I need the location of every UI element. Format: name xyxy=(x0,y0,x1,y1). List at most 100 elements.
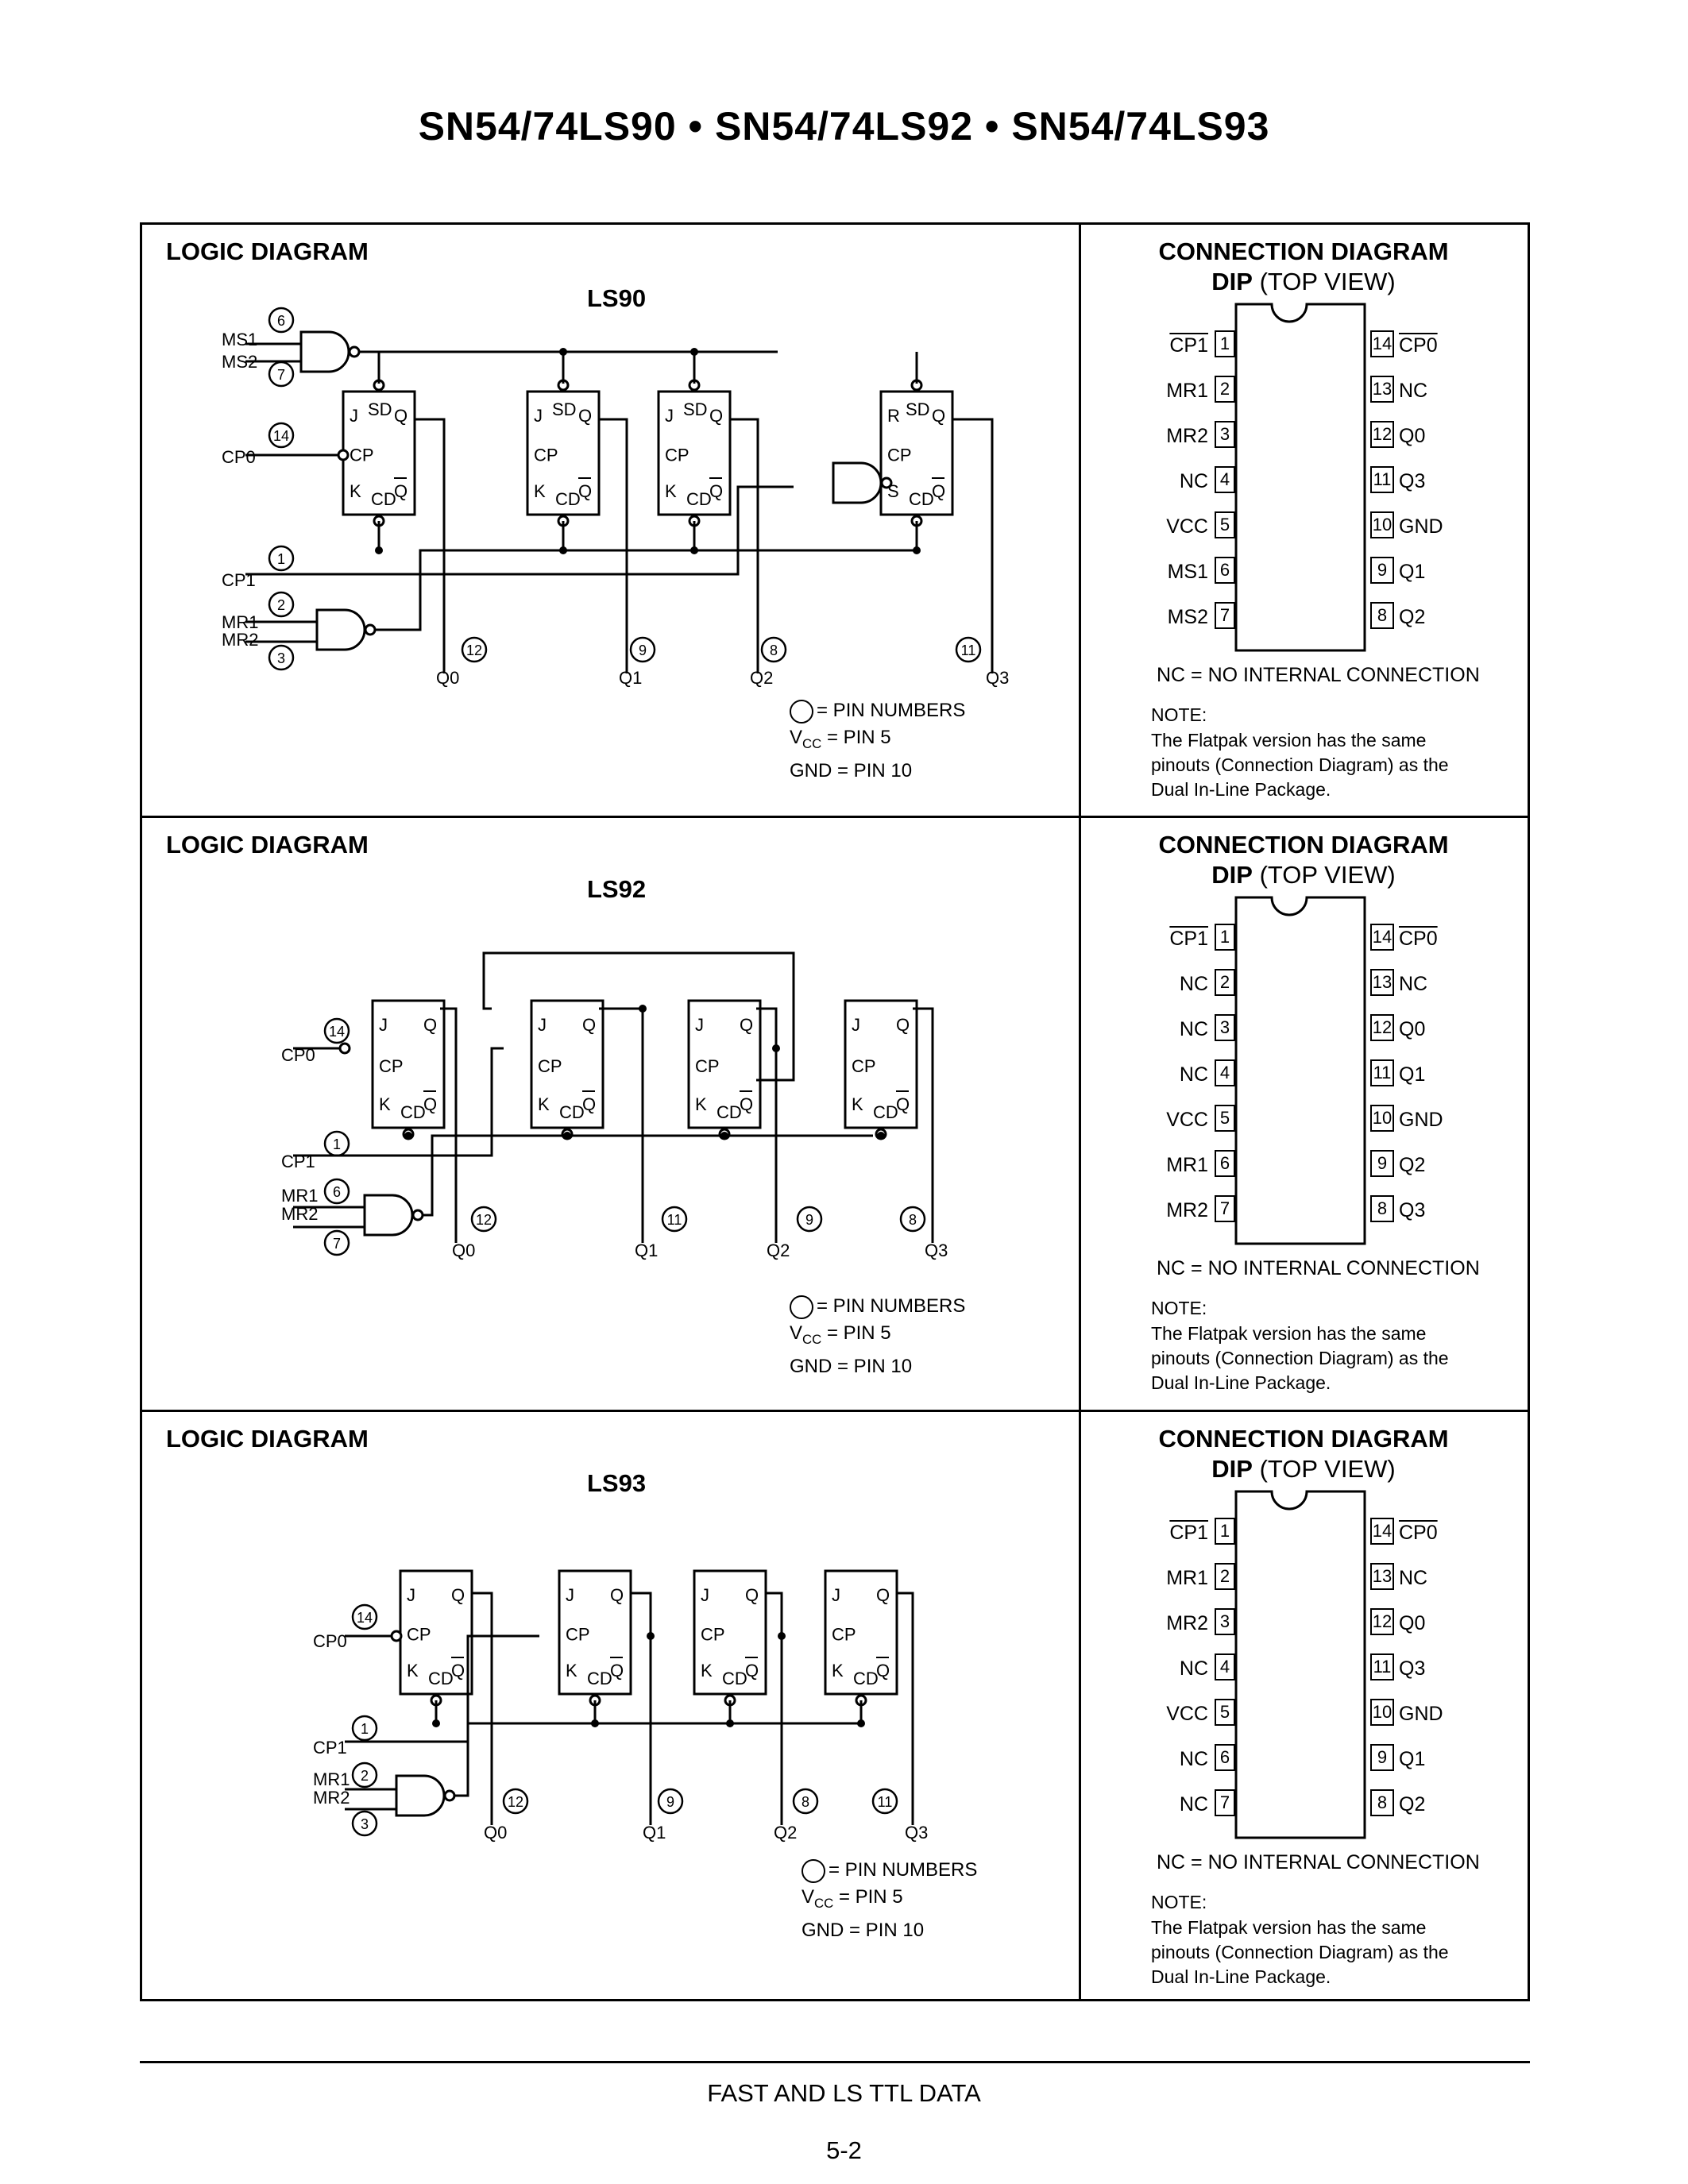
diagram-label: J xyxy=(379,1015,388,1035)
pin-number: 1 xyxy=(1215,330,1235,357)
legend-pin-numbers-text: = PIN NUMBERS xyxy=(817,1295,966,1317)
pin-number-marker: 8 xyxy=(760,636,787,663)
dip-package xyxy=(1234,303,1366,652)
svg-text:11: 11 xyxy=(667,1212,682,1228)
pin-label-right: Q1 xyxy=(1399,1748,1425,1771)
pin-number-marker: 1 xyxy=(351,1715,378,1742)
pin-label-left: MS2 xyxy=(1168,606,1208,629)
pin-signal: MS1 xyxy=(1167,561,1208,583)
svg-text:7: 7 xyxy=(277,367,285,383)
diagram-label: SD xyxy=(368,399,392,419)
pin-number: 10 xyxy=(1370,1699,1394,1726)
pin-signal: NC xyxy=(1179,1793,1208,1815)
inversion-bubble xyxy=(338,1042,351,1055)
pin-signal: CP1 xyxy=(1169,1522,1208,1544)
diagram-label: Q xyxy=(578,481,592,501)
svg-text:1: 1 xyxy=(333,1136,341,1152)
nand-gate xyxy=(363,1194,414,1237)
svg-text:14: 14 xyxy=(357,1610,373,1626)
pin-label-right: Q3 xyxy=(1399,1657,1425,1680)
svg-text:12: 12 xyxy=(466,642,482,658)
pin-number-marker: 12 xyxy=(502,1788,529,1815)
nc-note: NC = NO INTERNAL CONNECTION xyxy=(1157,1257,1480,1279)
pin-label-left: NC xyxy=(1180,1793,1208,1816)
pin-label-left: NC xyxy=(1180,470,1208,493)
legend-gnd: GND = PIN 10 xyxy=(790,759,913,781)
top-view-label: (TOP VIEW) xyxy=(1259,861,1396,889)
diagram-label: Q1 xyxy=(619,668,642,688)
pin-signal: NC xyxy=(1399,380,1428,402)
pin-number-marker: 2 xyxy=(351,1761,378,1788)
pin-number: 6 xyxy=(1215,557,1235,584)
pin-label-right: NC xyxy=(1399,1567,1427,1590)
pin-label-left: NC xyxy=(1180,1657,1208,1680)
legend-gnd: GND = PIN 10 xyxy=(802,1919,925,1941)
row-divider xyxy=(140,1410,1530,1412)
pin-signal: NC xyxy=(1179,470,1208,492)
svg-text:2: 2 xyxy=(277,597,285,613)
pin-signal: NC xyxy=(1399,973,1428,995)
pin-number: 6 xyxy=(1215,1744,1235,1771)
diagram-label: CP xyxy=(665,446,689,465)
diagram-label: MR2 xyxy=(313,1788,350,1808)
pin-number-marker: 9 xyxy=(629,636,656,663)
diagram-label: K xyxy=(350,481,361,501)
pin-number-marker: 6 xyxy=(268,307,295,334)
diagram-label: K xyxy=(538,1094,550,1114)
pin-label-right: NC xyxy=(1399,380,1427,403)
diagram-label: MR1 xyxy=(313,1769,350,1789)
diagram-label: CD xyxy=(686,489,712,509)
diagram-label: Q xyxy=(423,1094,437,1114)
diagram-label: CP0 xyxy=(281,1045,315,1065)
diagram-label: CD xyxy=(428,1669,454,1688)
junction-dot xyxy=(877,1132,885,1140)
svg-text:6: 6 xyxy=(333,1184,341,1200)
footer-rule xyxy=(140,2061,1530,2063)
pin-signal: CP1 xyxy=(1169,928,1208,950)
inversion-bubble xyxy=(411,1209,424,1221)
pin-label-left: NC xyxy=(1180,1018,1208,1041)
pin-label-left: MR1 xyxy=(1166,380,1208,403)
diagram-label: SD xyxy=(552,399,577,419)
pin-signal: Q3 xyxy=(1399,1199,1426,1221)
pin-number: 14 xyxy=(1370,330,1394,357)
nc-note: NC = NO INTERNAL CONNECTION xyxy=(1157,1851,1480,1873)
pin-number-marker: 11 xyxy=(871,1788,898,1815)
pin-number: 10 xyxy=(1370,511,1394,538)
pin-circle-icon xyxy=(790,1295,813,1319)
pin-number: 5 xyxy=(1215,1105,1235,1132)
diagram-label: Q xyxy=(709,406,723,426)
diagram-label: CP xyxy=(350,446,374,465)
pin-number: 12 xyxy=(1370,1014,1394,1041)
pin-signal: Q0 xyxy=(1399,1018,1426,1040)
diagram-label: Q xyxy=(932,481,945,501)
wire xyxy=(599,1007,644,1243)
diagram-label: K xyxy=(852,1094,863,1114)
nc-note: NC = NO INTERNAL CONNECTION xyxy=(1157,664,1480,686)
diagram-label: CD xyxy=(400,1102,426,1122)
pin-number-marker: 7 xyxy=(268,361,295,388)
pin-number: 1 xyxy=(1215,924,1235,951)
legend-pin-numbers: = PIN NUMBERS xyxy=(802,1857,977,1884)
diagram-table xyxy=(140,222,1530,2001)
diagram-label: Q xyxy=(876,1585,890,1605)
legend-pin-numbers: = PIN NUMBERS xyxy=(790,697,965,724)
junction-dot xyxy=(375,546,383,554)
note-text: The Flatpak version has the same pinouts… xyxy=(1151,1917,1449,1987)
pin-label-left: MS1 xyxy=(1168,561,1208,584)
vcc-label: VCC xyxy=(802,1886,834,1911)
diagram-label: Q3 xyxy=(986,668,1009,688)
pin-label-right: Q3 xyxy=(1399,1199,1425,1222)
pin-number: 13 xyxy=(1370,969,1394,996)
diagram-label: Q xyxy=(582,1015,596,1035)
pin-number: 4 xyxy=(1215,1059,1235,1086)
pin-signal: Q3 xyxy=(1399,1657,1426,1680)
nand-gate xyxy=(315,608,366,651)
pin-label-left: CP1 xyxy=(1169,928,1208,951)
wire xyxy=(454,1722,861,1797)
